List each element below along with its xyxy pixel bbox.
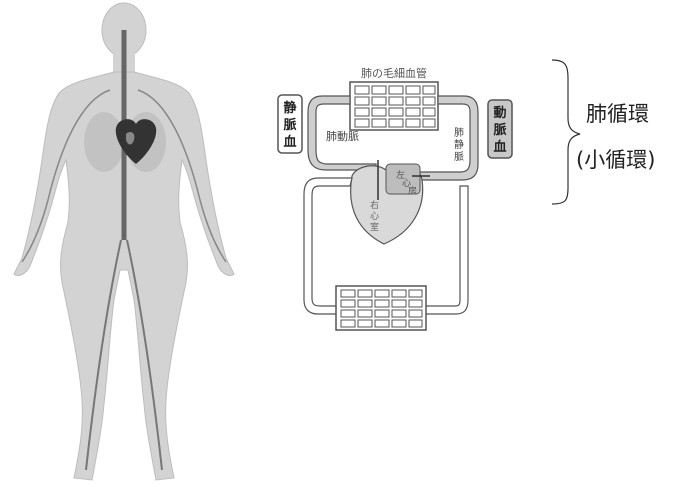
human-body-figure: [14, 3, 234, 480]
right-ventricle-label-2: 心: [370, 211, 379, 222]
arterial-blood-label-2: 脈: [493, 122, 506, 138]
circulation-title: 肺循環: [586, 102, 649, 126]
left-atrium-label-3: 房: [408, 185, 417, 197]
venous-blood-label-2: 脈: [283, 117, 296, 133]
capillary-label: 肺の毛細血管: [361, 66, 427, 80]
arterial-blood-label-1: 動: [493, 105, 506, 121]
venous-blood-label-1: 静: [283, 100, 296, 116]
left-lung: [84, 112, 124, 172]
right-ventricle-label-1: 右: [370, 199, 379, 211]
circulation-subtitle: (小循環): [576, 148, 655, 172]
pulmonary-vein-label-2: 静: [454, 138, 464, 151]
pulmonary-vein-label-1: 肺: [454, 127, 464, 139]
curly-brace: [552, 60, 580, 204]
pulmonary-artery-label: 肺動脈: [326, 129, 359, 143]
pulmonary-vein-label-3: 脈: [454, 150, 464, 163]
circulation-diagram: 肺の毛細血管 左 心 房 右 心 室 肺動脈 肺 静 脈: [278, 66, 512, 330]
venous-blood-label-3: 血: [283, 134, 296, 150]
arterial-blood-label-3: 血: [493, 139, 506, 155]
right-ventricle-label-3: 室: [370, 221, 379, 233]
